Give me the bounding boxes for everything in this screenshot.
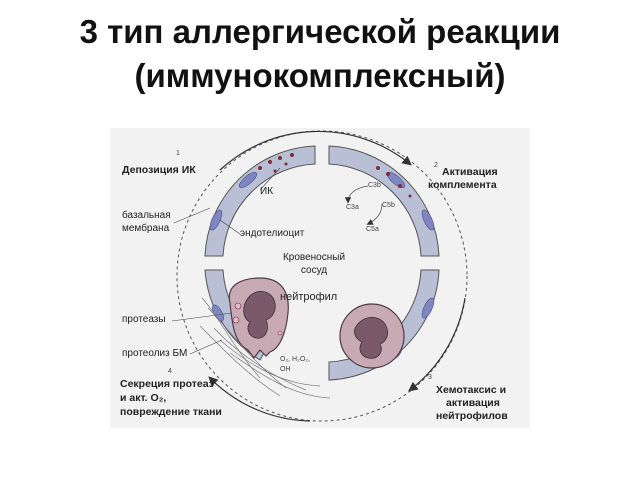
step-4-label-line-3: повреждение ткани [120,406,222,418]
step-4-label-line-2: и акт. O₂, [120,392,167,404]
immune-complex-dot [386,172,390,176]
tissue-fiber [213,327,307,391]
leader-line-proteases [171,312,233,322]
complement-c3a-label: C3a [346,204,359,211]
immune-complex-dot [398,184,402,188]
complement-c3b-label: C3b [368,182,381,189]
step-2-label-line-2: комплемента [428,179,497,191]
leader-line-endothelium [219,219,241,235]
immune-complex-dot [284,162,288,166]
oxygen-species-label-line-2: OH [280,366,291,373]
complement-arrow [366,203,383,225]
step-1-label: Депозиция ИК [122,164,196,176]
endothelial-nucleus [421,209,435,231]
step-3-label-line-1: Хемотаксис и [436,384,507,396]
complement-arrows [344,185,383,225]
step-number-2: 2 [434,162,438,169]
diagram-graphic [171,130,468,422]
tissue-fiber [219,339,321,387]
immune-complex-label: ИК [260,186,274,197]
tissue-fiber [199,325,281,397]
leader-line-ik [259,167,281,191]
neutrophil-nucleus [354,317,388,359]
step-3-label-line-2: активация [446,397,500,409]
immune-complex-dot [408,194,412,198]
neutrophil-label: нейтрофил [280,291,338,303]
step-number-4: 4 [168,368,172,375]
complement-c5a-label: C5a [366,226,379,233]
step-4-label-line-1: Секреция протеаз [120,378,214,390]
immune-complex-dot [273,169,277,173]
leader-line-basal [173,207,211,224]
basal-membrane-label-line-2: мембрана [122,223,170,234]
neutrophil-granule [234,302,242,310]
neutrophil-granule [232,316,240,324]
immune-complex-dot [258,166,262,170]
leader-line-proteolysis [189,339,223,355]
immune-complex-deposits [258,153,412,198]
cycle-arrow-bottom [208,376,311,422]
neutrophil-nucleus [243,291,276,339]
immune-complex-diagram: 1 Депозиция ИК 2 Активация комплемента 3… [110,128,530,428]
complement-c5b-label: C5b [382,202,395,209]
connective-tissue-fibers [199,297,331,399]
step-number-1: 1 [176,150,180,157]
neutrophil-activated [339,303,405,369]
blood-vessel-label-line-1: Кровеносный [282,252,346,263]
basal-membrane-label-line-1: базальная [122,210,171,221]
endothelial-nucleus [421,297,435,319]
cycle-arrow-top [219,130,412,171]
endothelial-nucleus [209,209,223,231]
immune-complex-dot [278,156,282,160]
vessel-wall-top-right [328,145,440,257]
title-line-2: (иммунокомплексный) [134,57,506,94]
immune-complex-dot [376,166,380,170]
cycle-arrow-ring [176,130,468,422]
neutrophil-granule [277,330,283,336]
step-number-3: 3 [428,374,432,381]
immune-complex-dot [290,153,294,157]
blood-vessel-label-line-2: сосуд [300,265,328,276]
tissue-fiber [207,307,287,389]
proteases-label: протеазы [122,314,166,325]
neutrophil-degranulating [228,277,289,359]
slide-title: 3 тип аллергической реакции (иммунокомпл… [0,10,640,98]
title-line-1: 3 тип аллергической реакции [79,13,561,50]
step-3-label-line-3: нейтрофилов [436,410,508,422]
complement-arrow [344,185,369,204]
leader-lines [171,167,281,355]
endothelial-cell-label: эндотелиоцит [240,228,305,239]
cycle-arrow-right [408,297,466,392]
tissue-fiber [229,352,331,399]
step-2-label-line-1: Активация [442,166,498,178]
oxygen-species-label-line-1: O₂, H₂O₂, [280,356,310,363]
endothelial-nucleus [238,171,258,189]
immune-complex-dot [268,160,272,164]
bm-proteolysis-label: протеолиз БМ [122,348,188,359]
